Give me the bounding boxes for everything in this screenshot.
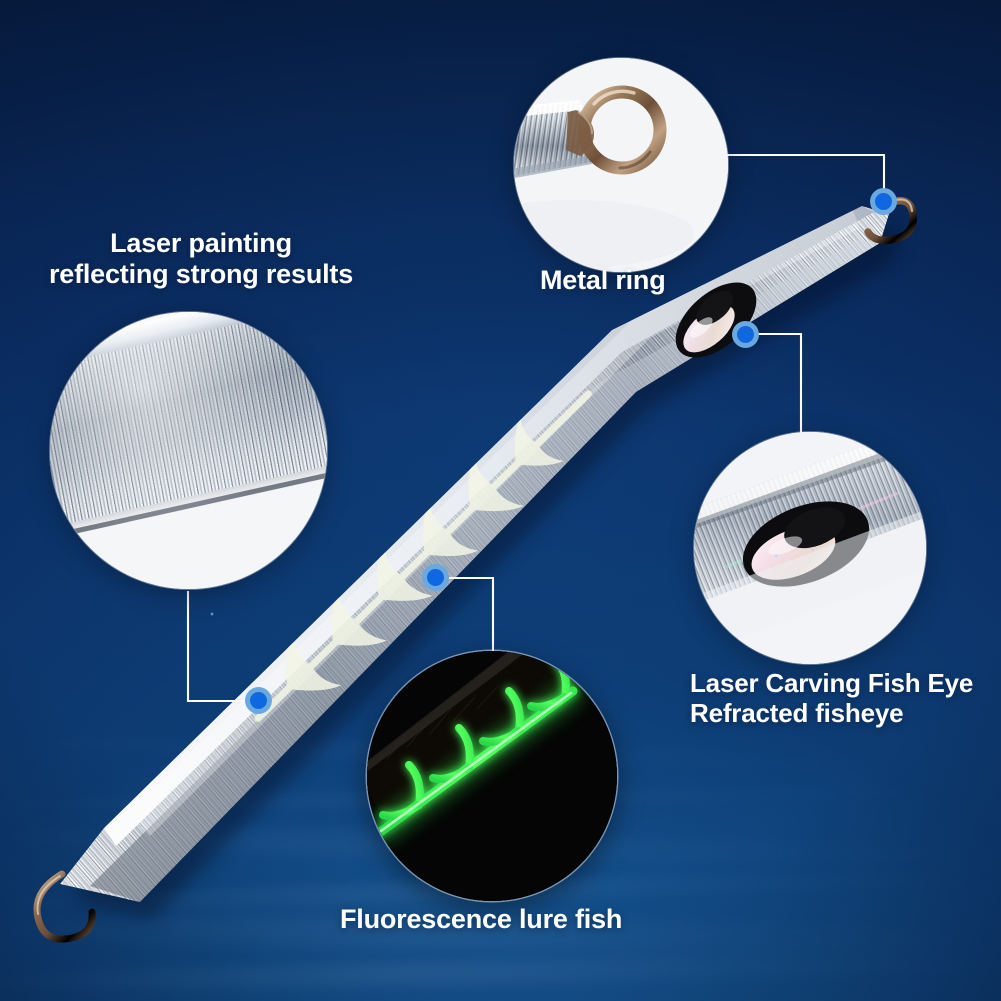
callout-circle-laser-carving-fish-eye[interactable] [694, 432, 926, 664]
callout-circle-laser-painting[interactable] [50, 312, 327, 589]
marker-dot-laser-carving-fish-eye[interactable] [732, 321, 759, 348]
callout-circle-metal-ring[interactable] [514, 58, 728, 272]
marker-dot-fluorescence-lure-fish[interactable] [422, 564, 449, 591]
marker-dot-metal-ring[interactable] [870, 188, 897, 215]
caption-laser-painting: Laser painting reflecting strong results [48, 228, 354, 290]
caption-fluorescence-lure-fish: Fluorescence lure fish [340, 904, 623, 934]
caption-metal-ring: Metal ring [540, 265, 666, 295]
caption-laser-carving-fish-eye: Laser Carving Fish Eye Refracted fisheye [690, 668, 974, 729]
marker-dot-laser-painting[interactable] [245, 687, 272, 714]
lure-fish-eye-decal [675, 282, 757, 358]
lure-tail-metal-ring [33, 870, 96, 943]
lure-glow-spine-pattern [254, 390, 592, 722]
callout-circle-fluorescence-lure-fish[interactable] [367, 651, 617, 901]
